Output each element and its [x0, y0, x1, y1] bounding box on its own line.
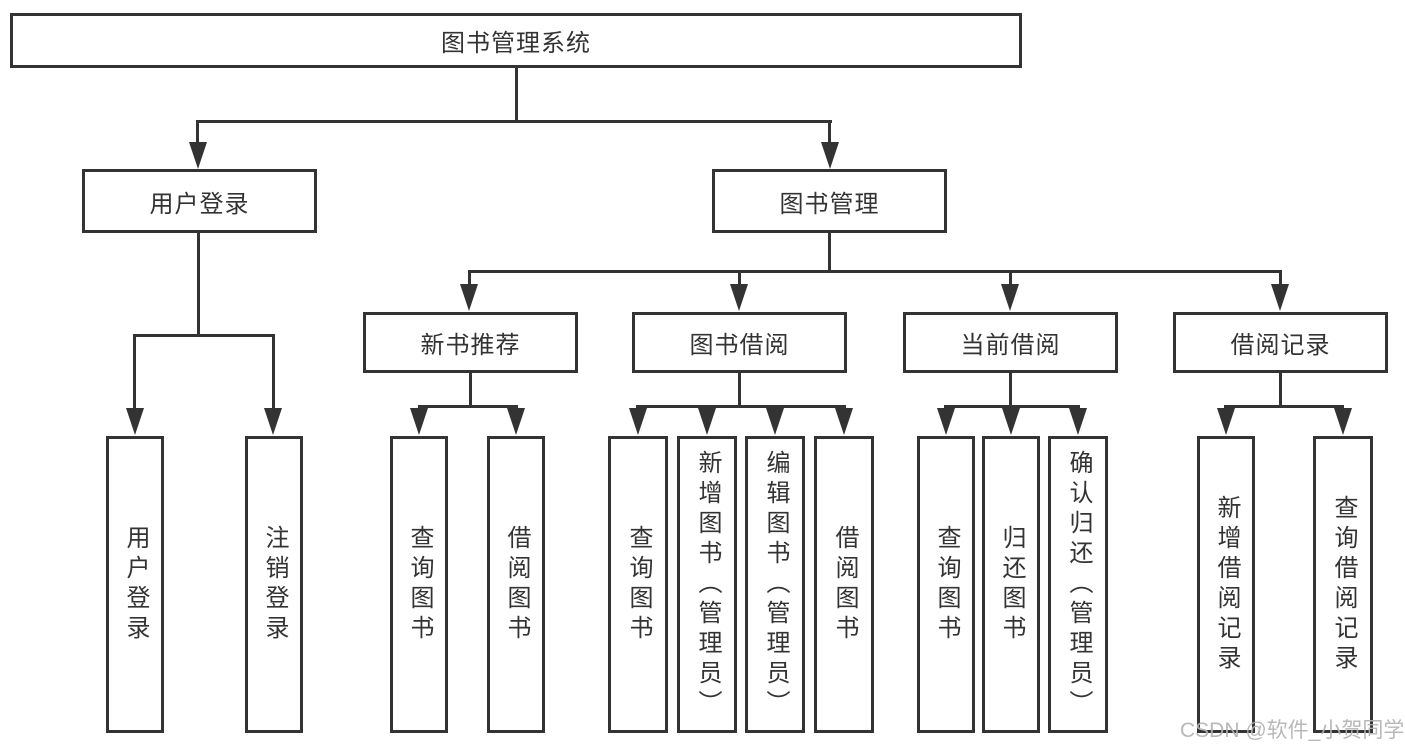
node-label: 用户登录 — [149, 190, 250, 218]
arrow-down-icon — [766, 408, 784, 435]
leaf-query-books-current: 查询图书 — [917, 436, 975, 733]
leaf-edit-book-admin: 编辑图书（管理员） — [745, 436, 805, 733]
arrow-down-icon — [937, 408, 955, 435]
leaf-query-borrow-record: 查询借阅记录 — [1313, 436, 1373, 733]
arrow-down-icon — [410, 408, 428, 435]
arrow-down-icon — [1271, 284, 1289, 311]
arrow-down-icon — [189, 142, 207, 169]
node-root-label: 图书管理系统 — [441, 30, 591, 57]
leaf-return-book: 归还图书 — [982, 436, 1040, 733]
node-book-management: 图书管理 — [712, 169, 947, 233]
node-current-borrowing: 当前借阅 — [903, 312, 1118, 373]
leaf-logout: 注销登录 — [245, 436, 303, 733]
arrow-down-icon — [1217, 408, 1235, 435]
arrow-down-icon — [835, 408, 853, 435]
node-borrowing-records: 借阅记录 — [1173, 312, 1388, 373]
connector-leaf-drop — [133, 334, 136, 409]
arrow-down-icon — [264, 408, 282, 435]
arrow-down-icon — [821, 142, 839, 169]
connector-user-login-drop — [196, 120, 199, 144]
leaf-label: 新增图书（管理员） — [694, 449, 721, 720]
arrow-down-icon — [1334, 408, 1352, 435]
connector-level3-fork — [468, 270, 1282, 273]
connector-level3-drop — [1009, 270, 1012, 285]
connector-root-stem — [515, 66, 518, 122]
leaf-label: 确认归还（管理员） — [1065, 449, 1092, 720]
arrow-down-icon — [698, 408, 716, 435]
arrow-down-icon — [507, 408, 525, 435]
leaf-label: 查询图书 — [406, 524, 433, 645]
leaf-borrow-books: 借阅图书 — [814, 436, 874, 733]
connector-book-mgmt-drop — [828, 120, 831, 144]
leaf-label: 借阅图书 — [503, 524, 530, 645]
connector-recommend-fork — [418, 405, 518, 408]
connector-borrow-stem — [738, 371, 741, 407]
leaf-label: 归还图书 — [998, 524, 1025, 645]
node-label: 图书管理 — [779, 190, 880, 218]
arrow-down-icon — [460, 284, 478, 311]
leaf-label: 查询图书 — [933, 524, 960, 645]
arrow-down-icon — [1069, 408, 1087, 435]
leaf-label: 查询图书 — [625, 524, 652, 645]
node-label: 借阅记录 — [1230, 332, 1331, 359]
connector-level2-fork — [196, 120, 832, 123]
connector-level3-drop — [1279, 270, 1282, 285]
connector-borrow-fork — [636, 405, 846, 408]
connector-recommend-stem — [469, 371, 472, 407]
node-label: 当前借阅 — [960, 332, 1061, 359]
node-user-login: 用户登录 — [82, 169, 317, 233]
node-label: 新书推荐 — [420, 332, 521, 359]
leaf-label: 注销登录 — [261, 524, 288, 645]
arrow-down-icon — [1001, 284, 1019, 311]
leaf-label: 借阅图书 — [831, 524, 858, 645]
arrow-down-icon — [629, 408, 647, 435]
leaf-user-login: 用户登录 — [106, 436, 164, 733]
leaf-borrow-books-recommend: 借阅图书 — [487, 436, 545, 733]
connector-leaf-drop — [272, 334, 275, 409]
connector-records-fork — [1224, 405, 1344, 408]
node-label: 图书借阅 — [689, 332, 790, 359]
leaf-add-borrow-record: 新增借阅记录 — [1197, 436, 1255, 733]
leaf-label: 查询借阅记录 — [1330, 494, 1357, 675]
leaf-add-book-admin: 新增图书（管理员） — [677, 436, 737, 733]
connector-current-stem — [1009, 371, 1012, 407]
connector-book-mgmt-stem — [828, 231, 831, 272]
leaf-query-books-borrow: 查询图书 — [608, 436, 668, 733]
leaf-label: 新增借阅记录 — [1213, 494, 1240, 675]
leaf-query-books-recommend: 查询图书 — [390, 436, 448, 733]
connector-current-fork — [944, 405, 1080, 408]
connector-level3-drop — [468, 270, 471, 285]
node-root: 图书管理系统 — [10, 13, 1022, 68]
arrow-down-icon — [1002, 408, 1020, 435]
arrow-down-icon — [730, 284, 748, 311]
node-new-book-recommend: 新书推荐 — [363, 312, 578, 373]
watermark: CSDN @软件_小贺同学 — [1180, 719, 1405, 742]
node-book-borrowing: 图书借阅 — [632, 312, 847, 373]
arrow-down-icon — [126, 408, 144, 435]
leaf-label: 编辑图书（管理员） — [762, 449, 789, 720]
leaf-label: 用户登录 — [122, 524, 149, 645]
connector-records-stem — [1279, 371, 1282, 407]
connector-user-login-stem — [197, 231, 200, 336]
leaf-confirm-return-admin: 确认归还（管理员） — [1048, 436, 1108, 733]
connector-user-login-fork — [133, 334, 275, 337]
connector-level3-drop — [738, 270, 741, 285]
